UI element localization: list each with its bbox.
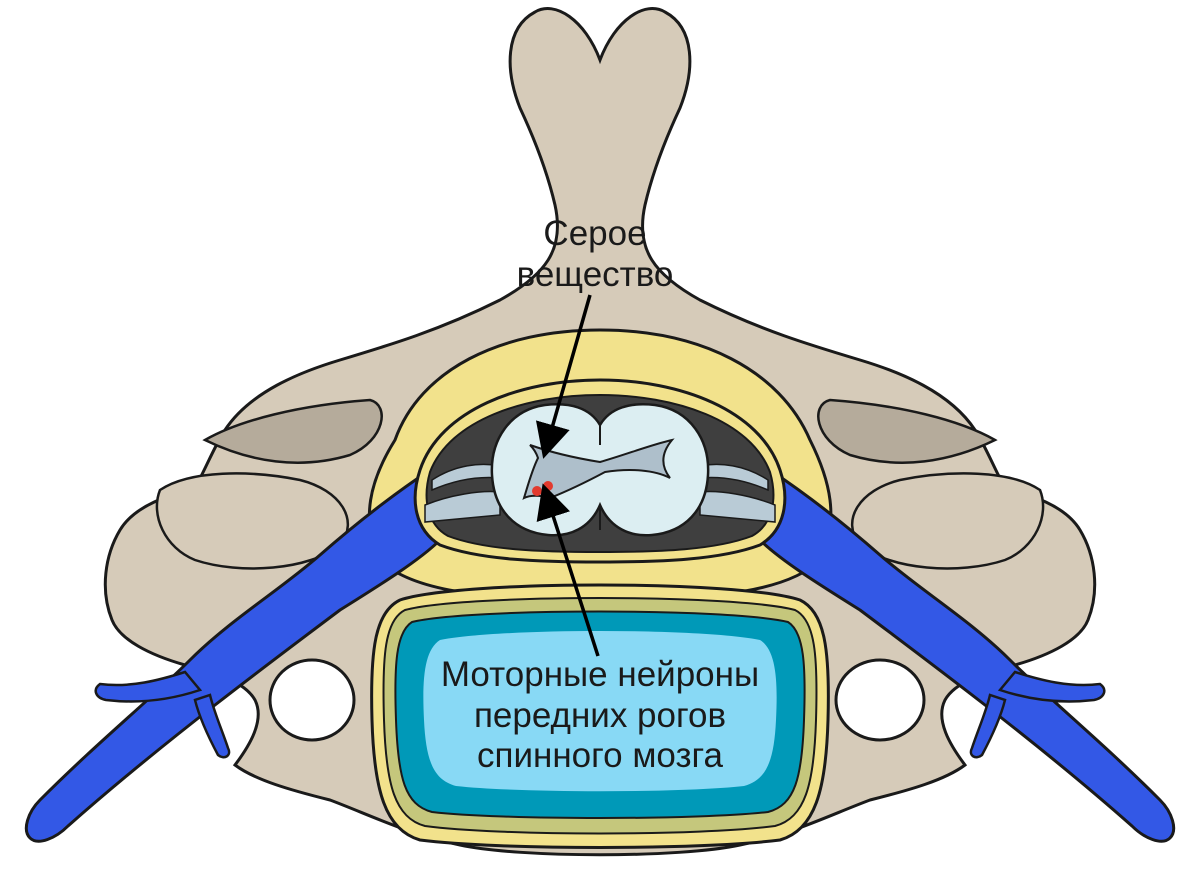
right-nerve-root [758,467,1176,843]
motor-neurons-label-line: спинного мозга [477,736,723,776]
left-facet-shadow [202,398,383,464]
gray-matter-label-line: Серое [543,214,647,253]
vertebral-body-core [423,631,777,792]
left-nerve-branch [94,670,231,759]
csf-band-left [424,490,501,523]
arrow-icon [536,483,600,657]
motor-neurons-label-line: передних рогов [473,695,727,735]
right-foramen [834,658,926,742]
left-foramen [268,658,356,742]
motor-neuron-dot [543,481,553,491]
motor-neuron-dot [532,486,542,496]
csf-band-right [699,490,776,523]
arrow-icon [535,294,592,459]
left-nerve-root [24,467,442,843]
gray-matter-label-line: вещество [516,254,674,294]
motor-neurons-label-line: Моторные нейроны [440,655,760,694]
gray-matter-label: Серое вещество [480,214,710,295]
motor-neurons-label: Моторные нейроны передних рогов спинного… [410,655,790,777]
right-facet-shadow [817,398,998,464]
right-nerve-branch [969,670,1106,759]
